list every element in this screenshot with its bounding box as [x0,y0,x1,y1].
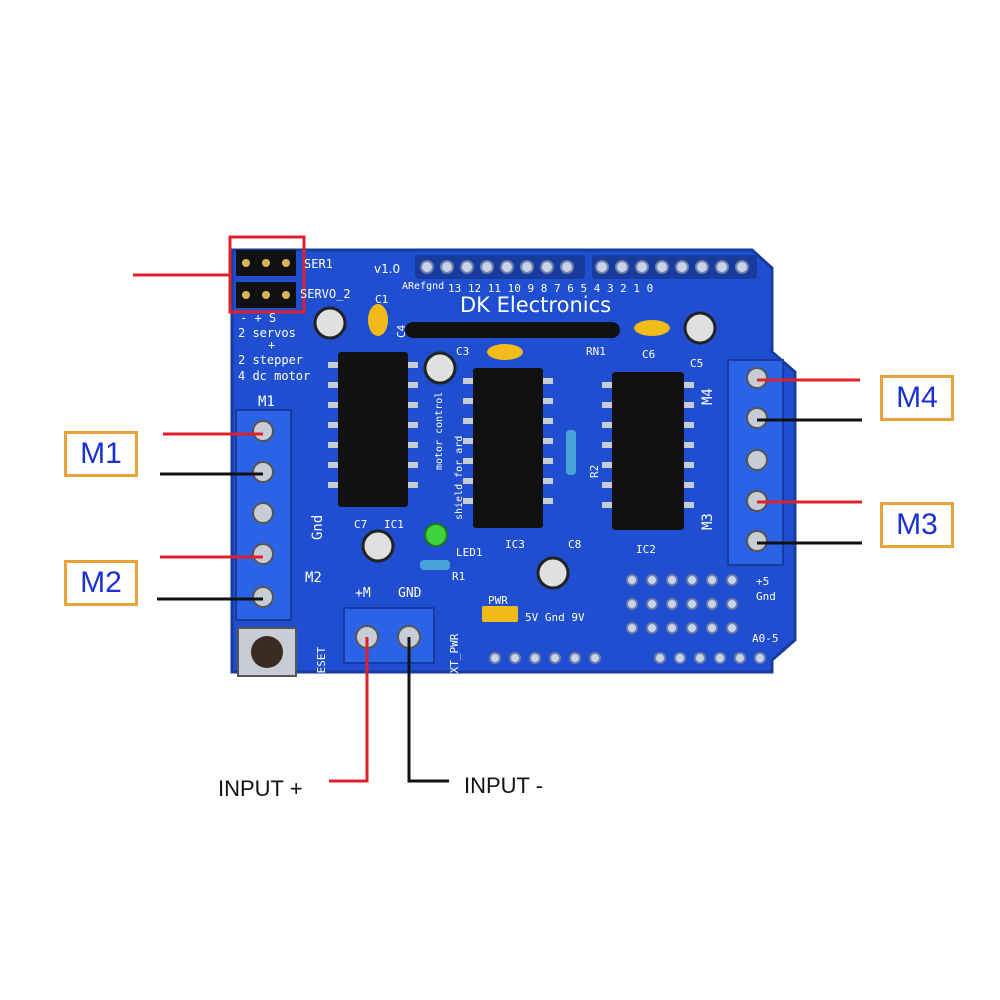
c4-label: C4 [395,324,408,338]
led1-label: LED1 [456,546,483,559]
caps-line3: 2 stepper [238,353,303,367]
shield-label: shield for ard [454,436,465,520]
m3-label-box: M3 [880,502,954,548]
m1-label-box: M1 [64,431,138,477]
c1-label: C1 [375,293,388,306]
aref-label: ARefgnd [402,281,444,292]
pwr-jumper [482,606,518,622]
gnd-right-label: Gnd [756,590,776,603]
caps-line1: 2 servos [238,326,296,340]
a0-5-label: A0-5 [752,632,779,645]
m4-silk: M4 [700,388,716,405]
input-plus-wire [329,637,369,783]
digital-pin-labels: 13 12 11 10 9 8 7 6 5 4 3 2 1 0 [448,282,653,295]
m1-silk: M1 [258,394,275,410]
ic3-label: IC3 [505,538,525,551]
m2-label-box: M2 [64,560,138,606]
input-minus-wire [407,637,449,783]
m3-silk: M3 [700,513,716,530]
plus-m-label: +M [355,586,371,601]
c5-label: C5 [690,357,703,370]
r2-label: R2 [588,465,601,478]
resistor-r1 [420,560,450,570]
ext-pwr-label: EXT_PWR [448,633,461,680]
reset-label: RESET [315,647,328,680]
version-label: v1.0 [374,262,400,276]
m4-label: M4 [896,381,938,414]
servo-header [236,250,296,308]
led [424,523,448,547]
input-plus-label: INPUT + [218,776,303,801]
reset-button [237,627,297,677]
left-terminal-block [235,409,292,621]
power-pins-label: 5V Gnd 9V [525,611,585,624]
m3-label: M3 [896,508,938,541]
motor-control-label: motor control [434,392,445,470]
c7-label: C7 [354,518,367,531]
servo2-label: SERVO_2 [300,287,351,301]
gnd-silk: Gnd [310,515,326,540]
gnd-power-label: GND [398,586,422,601]
pwr-label: PWR [488,594,508,607]
resistor-network [405,322,620,338]
power-terminal-block [343,607,435,664]
c6-label: C6 [642,348,655,361]
servo-pin-label: - + S [240,311,276,325]
rn1-label: RN1 [586,345,606,358]
digital-header [415,255,757,279]
c3-label: C3 [456,345,469,358]
resistor-r2 [566,430,576,475]
right-terminal-block [727,359,784,566]
caps-line2: + [268,338,275,352]
r1-label: R1 [452,570,465,583]
ic1-label: IC1 [384,518,404,531]
plus5-label: +5 [756,575,769,588]
c8-label: C8 [568,538,581,551]
ser1-label: SER1 [304,257,333,271]
ic-chips [338,352,684,530]
m1-label: M1 [80,437,122,470]
m4-label-box: M4 [880,375,954,421]
ic2-label: IC2 [636,543,656,556]
m2-silk: M2 [305,570,322,586]
caps-line4: 4 dc motor [238,369,310,383]
analog-breakout [626,574,738,634]
maker-label: DK Electronics [460,293,611,317]
input-minus-label: INPUT - [464,773,544,798]
m2-label: M2 [80,566,122,599]
capacitors [313,304,717,590]
power-header [489,652,766,664]
